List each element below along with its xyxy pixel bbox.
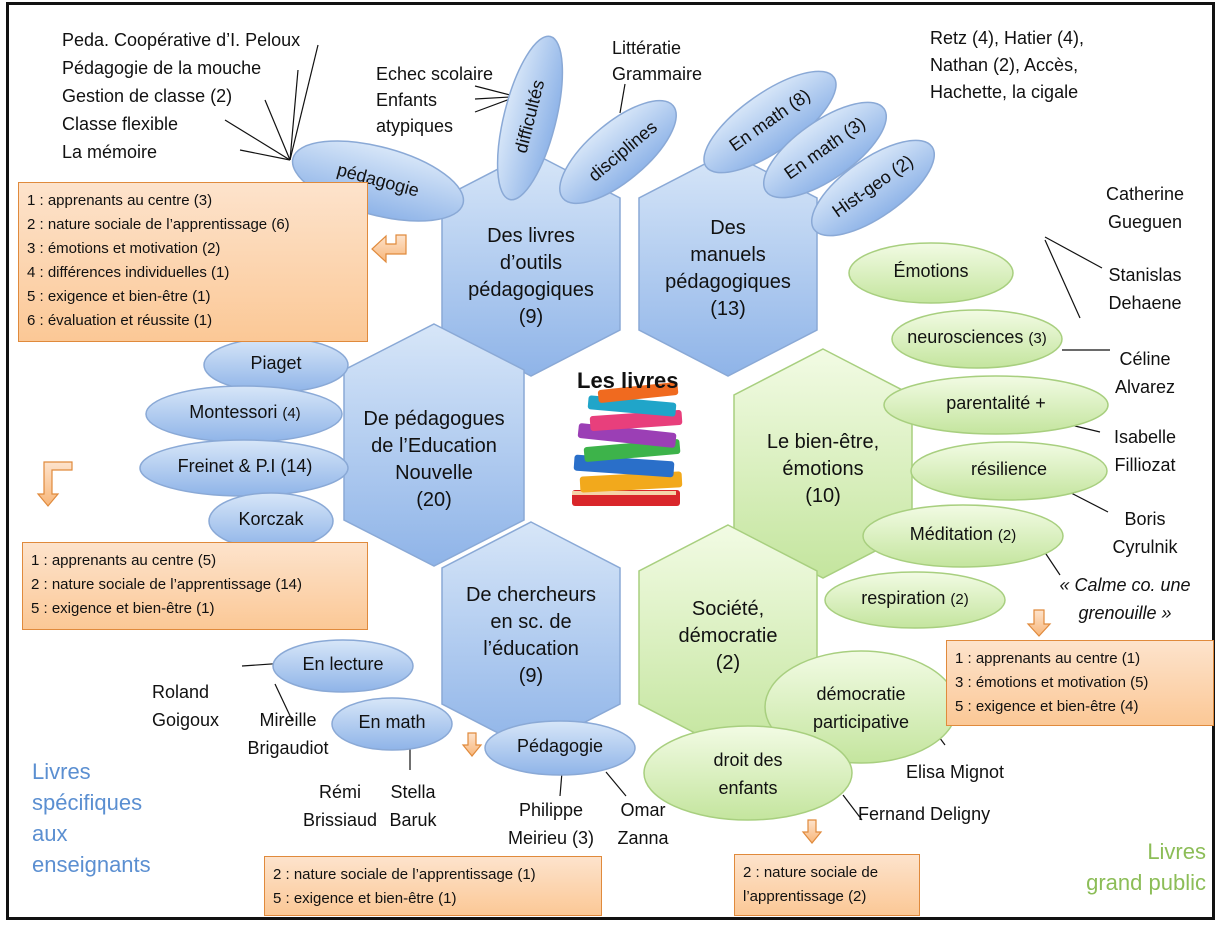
ellipse-meditation: Méditation (2) [909,524,1017,544]
label-roland: Roland [152,682,210,702]
outer-frame [6,2,1215,920]
info-box-pedagogues: 1 : apprenants au centre (5)2 : nature s… [22,542,368,630]
label-litteratie: Littératie [612,38,682,58]
hex-bien-etre-label: Le bien-être,émotions(10) [766,431,880,507]
label-fernand-deligny: Fernand Deligny [858,804,991,824]
label-memoire: La mémoire [62,142,158,162]
ellipse-resilience: résilience [970,459,1048,479]
ellipse-korczak: Korczak [238,509,304,529]
label-editeurs-2: Nathan (2), Accès, [930,55,1079,75]
diagram-title: Les livres [577,368,679,393]
ellipse-parentalite: parentalité + [946,393,1046,413]
label-gestion-classe: Gestion de classe (2) [62,86,233,106]
ellipse-respiration: respiration (2) [861,588,969,608]
label-elisa-mignot: Elisa Mignot [906,762,1005,782]
ellipse-en-math: En math [358,712,426,732]
ellipse-piaget: Piaget [250,353,302,373]
label-atypiques: atypiques [376,116,454,136]
ellipse-montessori: Montessori (4) [189,402,301,422]
label-enfants: Enfants [376,90,438,110]
label-echec-scolaire: Echec scolaire [376,64,494,84]
ellipse-pedagogie-2: Pédagogie [516,736,604,756]
info-box-bien-etre: 1 : apprenants au centre (1)3 : émotions… [946,640,1214,726]
label-classe-flexible: Classe flexible [62,114,179,134]
hex-manuels [638,151,818,377]
label-goigoux: Goigoux [152,710,220,730]
info-box-chercheurs: 2 : nature sociale de l’apprentissage (1… [264,856,602,916]
info-box-pedagogie: 1 : apprenants au centre (3)2 : nature s… [18,182,368,342]
ellipse-freinet: Freinet & P.I (14) [177,456,313,476]
book-stack-icon [572,382,683,506]
label-pedagogie-mouche: Pédagogie de la mouche [62,58,262,78]
label-editeurs-3: Hachette, la cigale [930,82,1079,102]
ellipse-emotions: Émotions [893,261,969,281]
label-editeurs-1: Retz (4), Hatier (4), [930,28,1085,48]
ellipse-neurosciences: neurosciences (3) [907,327,1047,347]
hex-societe-label: Société,démocratie(2) [678,598,778,674]
label-peda-cooperative: Peda. Coopérative d’I. Peloux [62,30,301,50]
label-grammaire: Grammaire [612,64,703,84]
ellipse-en-lecture: En lecture [302,654,384,674]
